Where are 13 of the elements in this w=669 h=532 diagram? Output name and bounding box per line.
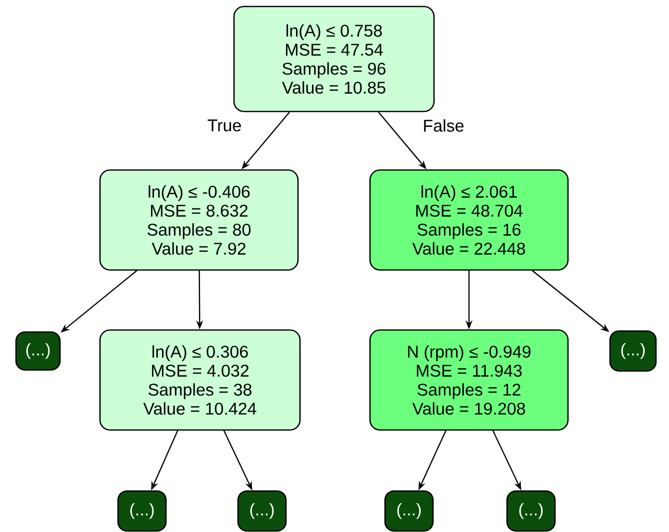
- split-node-box: ln(A) ≤ 0.306 MSE = 4.032 Samples = 38 Value = 10.424: [99, 329, 301, 431]
- ellipsis-node: (...): [117, 490, 167, 532]
- split-node-box: N (rpm) ≤ -0.949 MSE = 11.943 Samples = 12 Value = 19.208: [369, 329, 569, 431]
- ellipsis-node: (...): [237, 490, 287, 532]
- split-node-box: ln(A) ≤ 2.061 MSE = 48.704 Samples = 16 Value = 22.448: [369, 169, 569, 271]
- edge-label: True: [208, 120, 241, 132]
- ellipsis-node: (...): [384, 490, 434, 532]
- split-node-box: ln(A) ≤ 0.758 MSE = 47.54 Samples = 96 Value = 10.85: [233, 6, 435, 112]
- ellipsis-node: (...): [609, 330, 657, 372]
- ellipsis-node: (...): [506, 490, 556, 532]
- split-node-box: ln(A) ≤ -0.406 MSE = 8.632 Samples = 80 Value = 7.92: [99, 169, 299, 271]
- edge-label: False: [424, 119, 464, 132]
- ellipsis-node: (...): [15, 331, 61, 371]
